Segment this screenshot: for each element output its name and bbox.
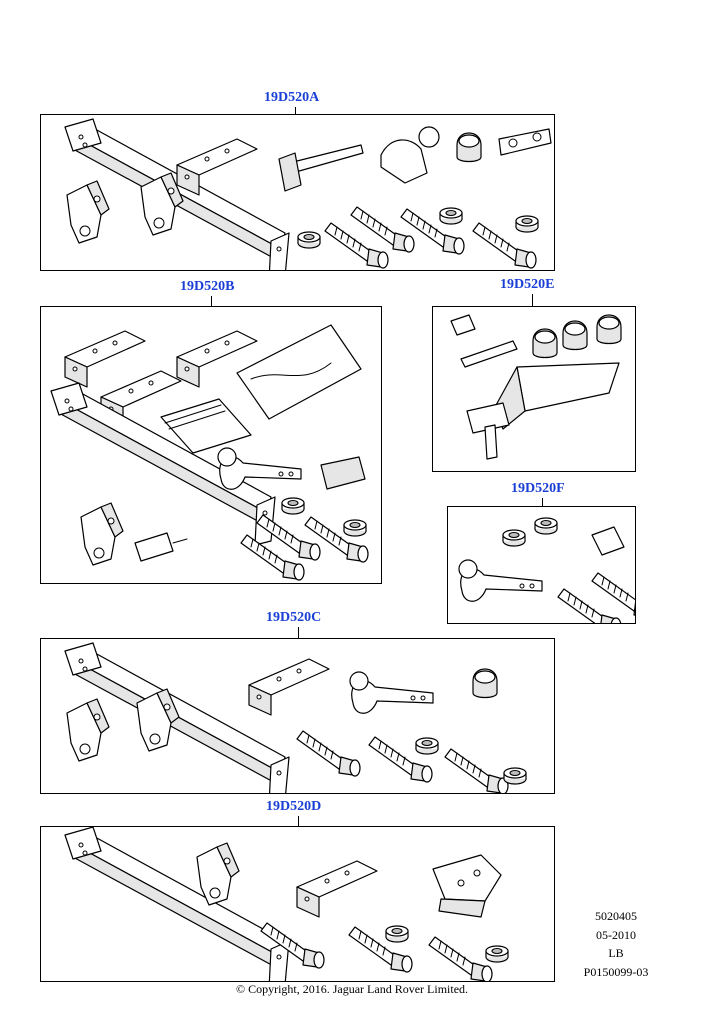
reference-info: 5020405 05-2010 LB P0150099-03 xyxy=(560,907,672,981)
copyright-notice: © Copyright, 2016. Jaguar Land Rover Lim… xyxy=(235,982,469,996)
key-part xyxy=(134,532,174,562)
electrical-socket-part xyxy=(320,456,366,490)
cap-part xyxy=(456,132,482,163)
panel-leader-e xyxy=(532,294,533,306)
panel-leader-d xyxy=(298,816,299,826)
mounting-plate-part xyxy=(176,138,258,196)
towing-arm-part xyxy=(516,362,620,412)
side-bracket-part xyxy=(80,502,124,566)
bolt-part xyxy=(428,936,493,981)
panel-label-19d520a: 19D520A xyxy=(264,90,320,105)
long-bolt-part xyxy=(296,730,361,777)
panel-19d520f-parts xyxy=(458,517,635,623)
nut-part xyxy=(343,519,367,537)
panel-leader-b xyxy=(211,296,212,306)
bolt-part xyxy=(591,572,635,619)
panel-label-19d520e: 19D520E xyxy=(500,277,555,292)
cap-part xyxy=(532,328,558,359)
link-plate-part xyxy=(498,128,552,156)
nut-part xyxy=(485,945,509,963)
nut-part xyxy=(534,517,558,535)
detachable-towball-part xyxy=(458,559,543,602)
panel-19d520e[interactable] xyxy=(432,306,636,472)
panel-leader-c xyxy=(298,627,299,638)
panel-19d520b[interactable] xyxy=(40,306,382,584)
illustration-number: P0150099-03 xyxy=(583,964,649,979)
panel-19d520e-parts xyxy=(450,314,622,460)
nut-part xyxy=(415,737,439,755)
side-bracket-part xyxy=(66,180,110,244)
side-bracket-part xyxy=(66,698,110,762)
panel-label-19d520c: 19D520C xyxy=(266,610,322,625)
panel-label-19d520b: 19D520B xyxy=(180,279,235,294)
panel-label-19d520f: 19D520F xyxy=(511,481,565,496)
reference-code: 5020405 xyxy=(595,909,637,923)
cap-part xyxy=(596,314,622,345)
nut-part xyxy=(297,231,321,249)
bolt-part xyxy=(444,748,509,793)
small-bracket-part xyxy=(591,526,625,556)
panel-leader-f xyxy=(542,498,543,506)
nut-part xyxy=(515,215,539,233)
mounting-plate-part xyxy=(64,330,146,388)
manual-part xyxy=(160,398,252,454)
mounting-plate-part xyxy=(248,658,330,716)
panel-19d520d-parts xyxy=(64,827,509,981)
mounting-plate-part xyxy=(296,860,378,918)
nut-part xyxy=(503,767,527,785)
panel-19d520a-parts xyxy=(64,118,552,270)
cap-part xyxy=(472,668,498,699)
reference-region: LB xyxy=(608,946,624,960)
lock-part xyxy=(450,314,476,336)
nut-part xyxy=(502,529,526,547)
reference-date: 05-2010 xyxy=(596,927,636,942)
socket-housing-part xyxy=(380,139,428,184)
instruction-bag-part xyxy=(236,324,362,420)
nut-part xyxy=(439,207,463,225)
coupling-body-part xyxy=(466,402,510,434)
cap-part xyxy=(562,320,588,351)
panel-leader-a xyxy=(295,107,296,114)
coupling-mount-part xyxy=(432,854,502,902)
panel-19d520d[interactable] xyxy=(40,826,555,982)
pin-part xyxy=(460,340,518,368)
detachable-towball-part xyxy=(217,447,302,490)
nut-part xyxy=(385,925,409,943)
panel-19d520f[interactable] xyxy=(447,506,636,624)
panel-19d520c[interactable] xyxy=(40,638,555,794)
crossbeam-part xyxy=(64,827,290,981)
fixed-towball-part xyxy=(349,671,434,714)
nut-part xyxy=(281,497,305,515)
panel-19d520a[interactable] xyxy=(40,114,555,271)
panel-19d520c-parts xyxy=(64,642,527,793)
panel-19d520b-parts xyxy=(50,324,369,581)
panel-label-19d520d: 19D520D xyxy=(266,799,322,814)
